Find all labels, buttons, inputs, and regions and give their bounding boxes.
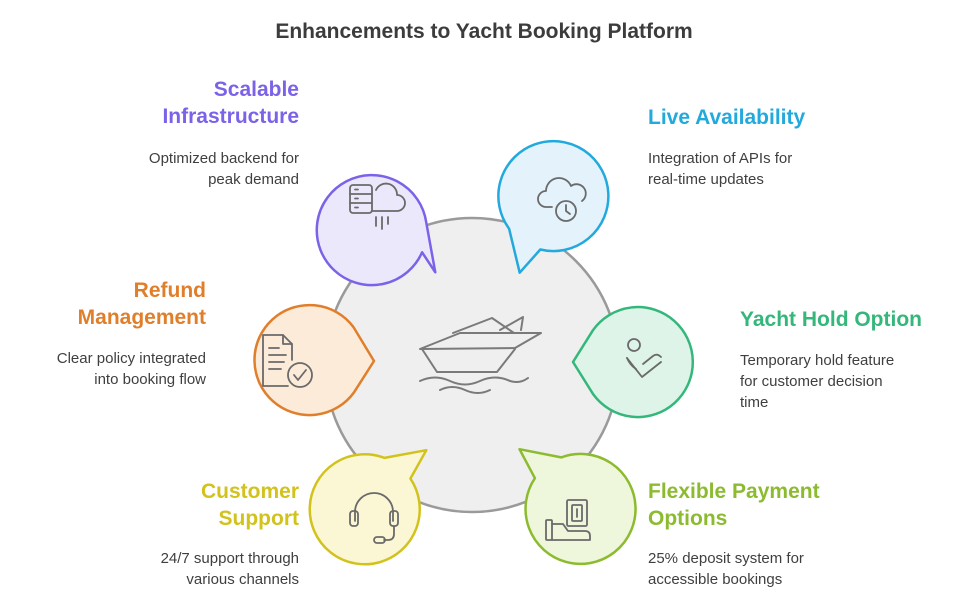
hold-desc-line2: for customer decision bbox=[740, 373, 883, 390]
payment-title: Flexible Payment Options bbox=[648, 478, 820, 532]
payment-desc-line2: accessible bookings bbox=[648, 571, 783, 588]
server-cloud-icon bbox=[349, 182, 406, 230]
node-customer-support bbox=[308, 448, 428, 566]
node-hold-shape bbox=[571, 305, 694, 419]
scalable-desc-line2: peak demand bbox=[208, 171, 299, 188]
hold-description: Temporary hold feature for customer deci… bbox=[740, 350, 894, 413]
scalable-desc-line1: Optimized backend for bbox=[148, 150, 299, 167]
live-desc-line1: Integration of APIs for bbox=[648, 150, 793, 167]
payment-desc-line1: 25% deposit system for bbox=[648, 550, 804, 567]
node-flexible-payment bbox=[518, 447, 637, 566]
cloud-clock-icon bbox=[537, 177, 587, 222]
hand-hold-icon bbox=[626, 338, 662, 378]
refund-title-line2: Management bbox=[77, 306, 206, 329]
support-description: 24/7 support through various channels bbox=[161, 548, 299, 590]
support-desc-line1: 24/7 support through bbox=[160, 550, 299, 567]
payment-description: 25% deposit system for accessible bookin… bbox=[648, 548, 804, 590]
scalable-description: Optimized backend for peak demand bbox=[149, 148, 299, 190]
node-live-availability bbox=[497, 139, 610, 274]
scalable-title-line1: Scalable bbox=[213, 78, 299, 101]
support-title-line1: Customer bbox=[200, 480, 299, 503]
node-payment-shape bbox=[518, 447, 637, 566]
page-title: Enhancements to Yacht Booking Platform bbox=[275, 20, 693, 43]
node-yacht-hold-option bbox=[571, 305, 694, 419]
node-support-shape bbox=[308, 448, 428, 566]
payment-title-line1: Flexible Payment bbox=[648, 480, 820, 503]
hand-money-icon bbox=[545, 499, 591, 541]
document-check-icon bbox=[262, 334, 313, 388]
scalable-title: Scalable Infrastructure bbox=[162, 76, 299, 130]
hold-desc-line3: time bbox=[740, 394, 769, 411]
support-title-line2: Support bbox=[218, 507, 299, 530]
live-desc-line2: real-time updates bbox=[648, 171, 764, 188]
headset-icon bbox=[349, 492, 399, 544]
node-refund-shape bbox=[253, 303, 376, 417]
support-desc-line2: various channels bbox=[186, 571, 299, 588]
scalable-title-line2: Infrastructure bbox=[162, 105, 299, 128]
refund-title: Refund Management bbox=[78, 277, 206, 331]
refund-description: Clear policy integrated into booking flo… bbox=[57, 348, 206, 390]
node-scalable-infrastructure bbox=[315, 173, 437, 287]
live-title: Live Availability bbox=[648, 106, 806, 129]
support-title: Customer Support bbox=[201, 478, 299, 532]
refund-desc-line1: Clear policy integrated bbox=[56, 350, 206, 367]
live-description: Integration of APIs for real-time update… bbox=[648, 148, 792, 190]
yacht-icon bbox=[419, 316, 542, 394]
refund-desc-line2: into booking flow bbox=[94, 371, 206, 388]
node-refund-management bbox=[253, 303, 376, 417]
hold-title: Yacht Hold Option bbox=[740, 308, 922, 331]
refund-title-line1: Refund bbox=[133, 279, 206, 302]
hold-desc-line1: Temporary hold feature bbox=[740, 352, 895, 369]
node-live-shape bbox=[497, 139, 610, 274]
payment-title-line2: Options bbox=[648, 507, 728, 530]
